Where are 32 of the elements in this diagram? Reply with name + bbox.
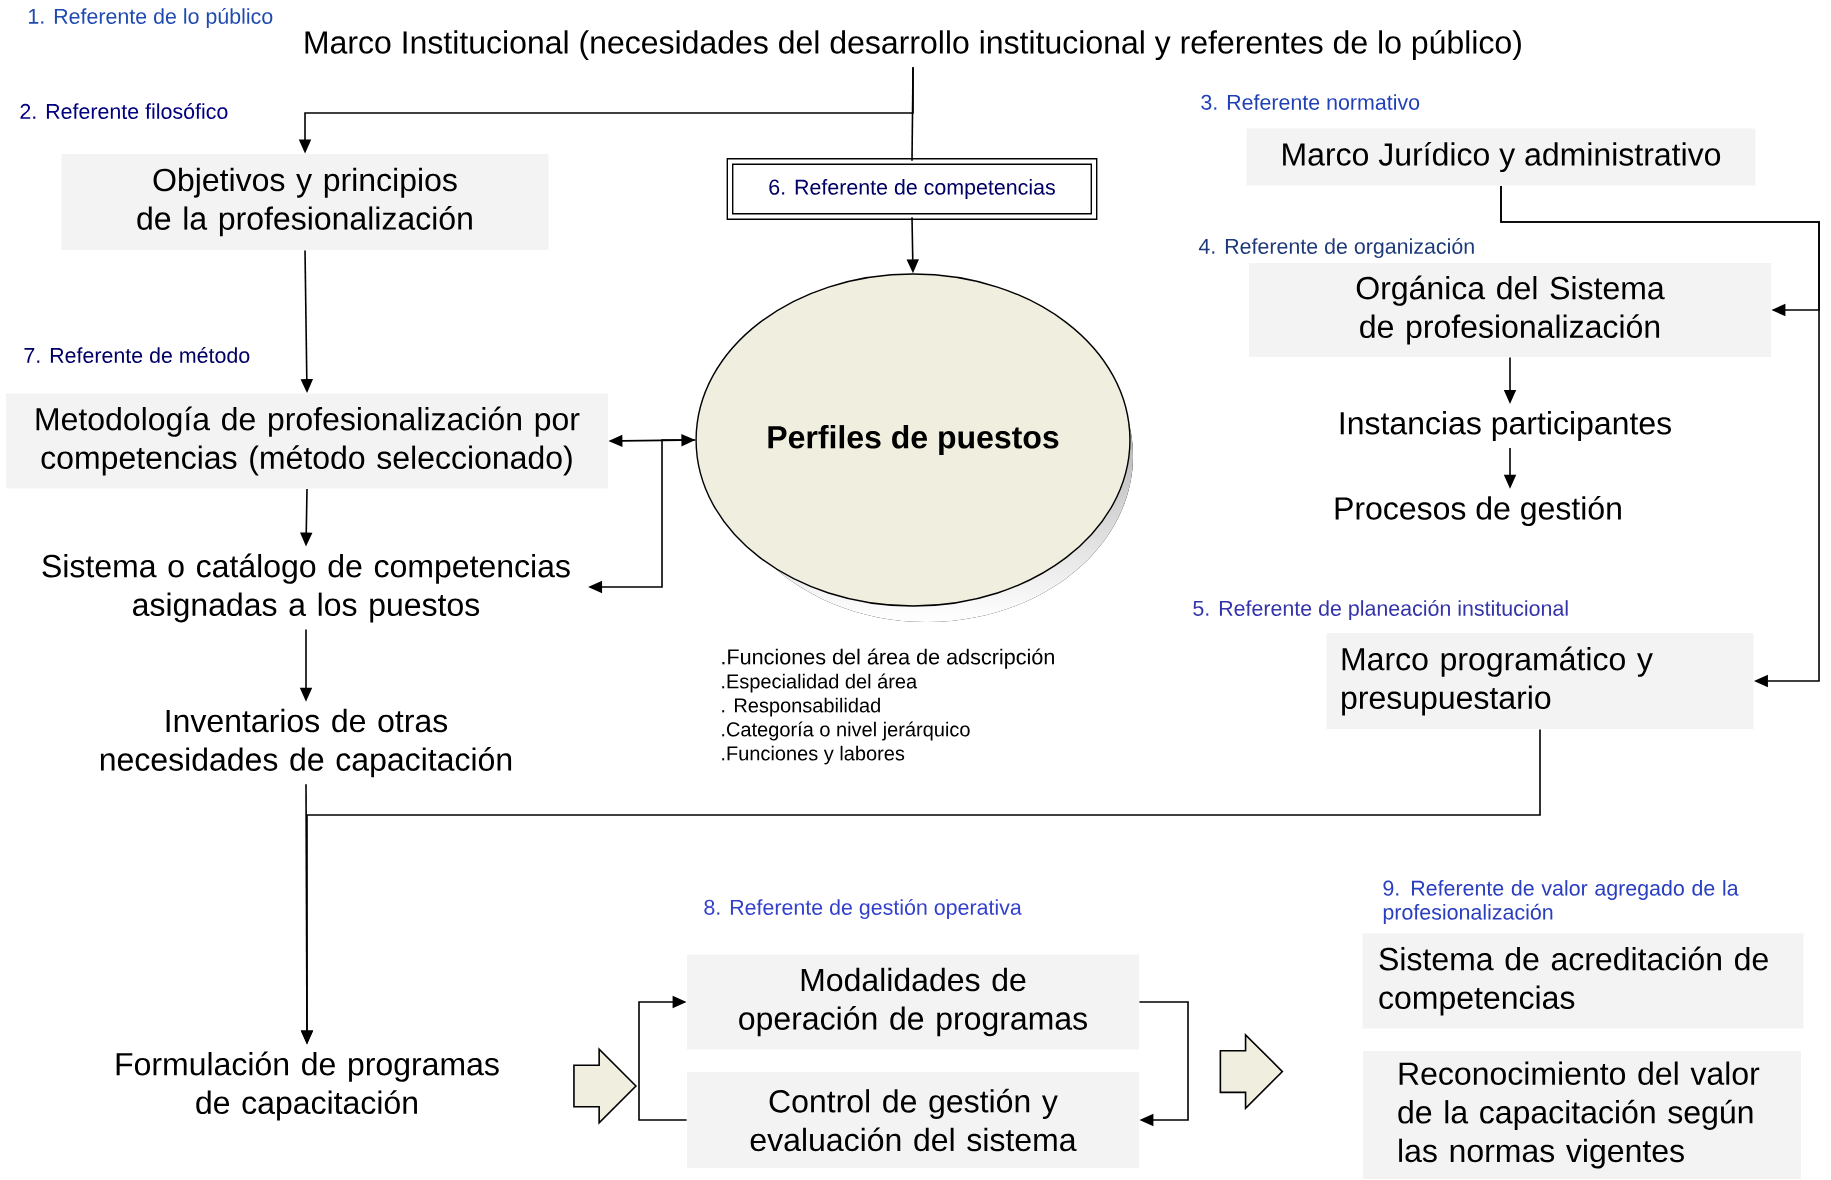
process-text: Formulación de programas de capacitación (116, 1051, 499, 1121)
reference-label: 2. Referente filosófico (20, 103, 228, 119)
reference-label: 7. Referente de método (24, 347, 250, 363)
process-text: Procesos de gestión (1335, 495, 1621, 527)
process-box: Modalidades de operación de programas (687, 954, 1139, 1050)
framed-box: 6. Referente de competencias (726, 158, 1098, 220)
process-box: Reconocimiento del valor de la capacitación según las normas vigentes (1363, 1051, 1801, 1179)
process-text: Instancias participantes (1340, 411, 1671, 441)
node-label: .Funciones del área de adscripción (722, 648, 1054, 669)
process-box: Marco Jurídico y administrativo (1246, 128, 1756, 186)
process-box: Metodología de profesionalización por competencias (método seleccionado) (6, 393, 608, 489)
process-box: Orgánica del Sistema de profesionalización (1249, 263, 1771, 357)
reference-label: 3. Referente normativo (1201, 94, 1420, 110)
arrow (1138, 1001, 1189, 1127)
process-box: Control de gestión y evaluación del sistema (687, 1072, 1139, 1168)
node-label: .Categoría o nivel jerárquico (722, 721, 970, 741)
arrow (1500, 185, 1820, 688)
process-box: Sistema de acreditación de competencias (1362, 933, 1804, 1029)
process-text: Sistema o catálogo de competencias asignadas a los puestos (42, 553, 570, 623)
node-label: . Responsabilidad (722, 697, 880, 717)
node-label: .Especialidad del área (722, 673, 918, 693)
reference-label: 5. Referente de planeación institucional (1193, 599, 1568, 621)
node-label: .Funciones y labores (722, 745, 905, 765)
process-box: Objetivos y principios de la profesionalización (61, 154, 549, 250)
heading-text: Marco Institucional (necesidades del desarrollo institucional y referentes de lo público) (305, 29, 1521, 61)
process-text: Inventarios de otras necesidades de capacitación (100, 708, 512, 778)
arrow (638, 995, 688, 1121)
reference-label: 8. Referente de gestión operativa (704, 898, 1022, 920)
reference-label: 1. Referente de lo público (29, 7, 273, 29)
feature-list: .Funciones del área de adscripción .Especialidad del área . Responsabilidad .Categoría o nivel jerárquico .Funciones y labores (722, 648, 1054, 765)
reference-label: 4. Referente de organización (1198, 237, 1474, 259)
process-box: Marco programático y presupuestario (1326, 633, 1754, 729)
